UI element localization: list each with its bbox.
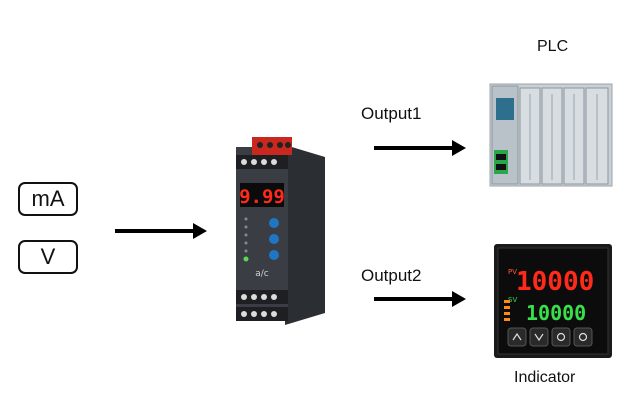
output2-label: Output2 [361, 266, 422, 285]
ma-label: mA [31, 186, 65, 211]
indicator-device: PV 10000 SV 10000 [494, 244, 612, 358]
signal-transmitter-device: 9.99 a/c [236, 137, 325, 325]
input-arrow [115, 223, 207, 239]
svg-text:a/c: a/c [255, 269, 269, 279]
output1-label: Output1 [361, 104, 422, 123]
plc-label: PLC [537, 38, 569, 55]
svg-text:SV: SV [508, 296, 517, 304]
output1-arrow [374, 140, 466, 156]
indicator-sv-value: 10000 [526, 301, 586, 325]
indicator-pv-value: 10000 [516, 267, 594, 297]
plc-device [489, 83, 613, 187]
transmitter-display-value: 9.99 [239, 186, 285, 208]
v-label: V [40, 244, 56, 269]
output2-arrow [374, 291, 466, 307]
ma-input-box: mA [18, 182, 78, 216]
svg-text:PV: PV [508, 268, 517, 276]
v-input-box: V [18, 240, 78, 274]
indicator-label: Indicator [514, 369, 576, 386]
